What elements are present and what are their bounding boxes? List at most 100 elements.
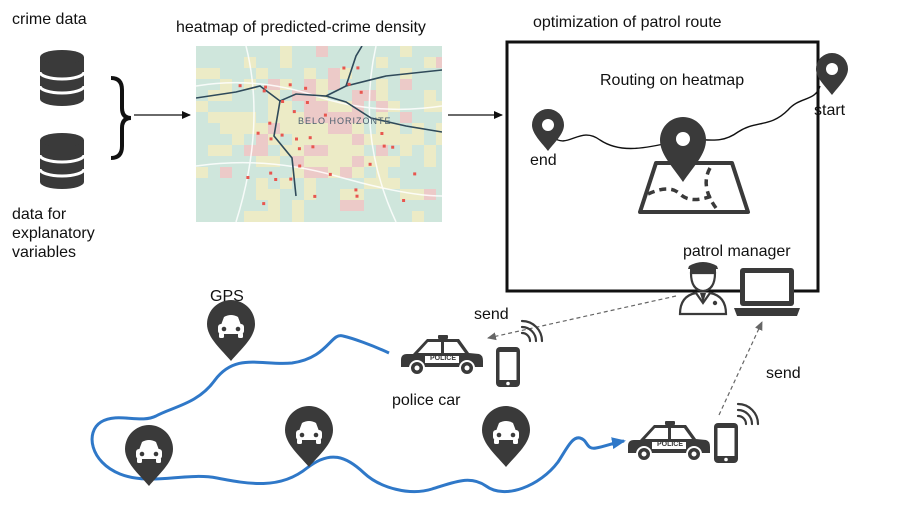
signal-icon-2 — [736, 402, 760, 426]
heat-cell — [268, 189, 280, 200]
crime-dot — [323, 113, 327, 117]
heat-cell — [280, 101, 292, 112]
smartphone-icon-1 — [496, 347, 520, 387]
crime-dot — [264, 85, 268, 89]
heat-cell — [376, 101, 388, 112]
heat-cell — [412, 211, 424, 222]
crime-dot — [262, 89, 266, 93]
heat-cell — [352, 167, 364, 178]
crime-dot — [402, 199, 406, 202]
heat-cell — [268, 123, 280, 134]
crime-dot — [292, 110, 296, 114]
heat-cell — [220, 145, 232, 156]
crime-dot — [304, 86, 308, 90]
heat-cell — [352, 112, 364, 123]
heat-cell — [208, 112, 220, 123]
crime-dot — [281, 100, 285, 103]
heat-cell — [304, 79, 316, 90]
heatmap-image: BELO HORIZONTE — [196, 46, 442, 222]
heat-cell — [376, 123, 388, 134]
heat-cell — [388, 123, 400, 134]
heat-cell — [340, 123, 352, 134]
heat-cell — [376, 112, 388, 123]
crime-dot — [269, 137, 273, 141]
heat-cell — [232, 134, 244, 145]
heat-cell — [352, 134, 364, 145]
heat-cell — [304, 123, 316, 134]
heat-cell — [340, 167, 352, 178]
heat-cell — [292, 123, 304, 134]
crime-dot — [347, 82, 351, 86]
heat-cell — [220, 90, 232, 101]
heat-cell — [328, 156, 340, 167]
heat-cell — [304, 156, 316, 167]
heat-cell — [292, 167, 304, 178]
crime-dot — [355, 194, 359, 198]
end-label: end — [530, 152, 557, 169]
heat-cell — [400, 112, 412, 123]
database-icon-crime — [38, 48, 86, 108]
heat-cell — [316, 145, 328, 156]
heat-cell — [376, 79, 388, 90]
heat-cell — [256, 68, 268, 79]
optimization-title: optimization of patrol route — [533, 14, 722, 31]
heat-cell — [268, 156, 280, 167]
heat-cell — [244, 123, 256, 134]
heat-cell — [280, 46, 292, 57]
heat-cell — [340, 145, 352, 156]
heat-cell — [400, 145, 412, 156]
send-arrow-to-laptop — [718, 321, 763, 416]
heat-cell — [340, 101, 352, 112]
heat-cell — [220, 167, 232, 178]
crime-dot — [391, 145, 395, 149]
heat-cell — [268, 211, 280, 222]
crime-dot — [262, 202, 266, 206]
heat-cell — [304, 101, 316, 112]
heat-cell — [220, 79, 232, 90]
heat-cell — [304, 189, 316, 200]
car-pin-icon-4 — [482, 406, 530, 467]
crime-dot — [256, 131, 260, 135]
heat-cell — [340, 68, 352, 79]
heat-cell — [208, 68, 220, 79]
heat-cell — [256, 123, 268, 134]
heat-cell — [304, 112, 316, 123]
heat-cell — [328, 79, 340, 90]
crime-dot — [354, 188, 358, 192]
heat-cell — [280, 178, 292, 189]
heat-cell — [424, 101, 436, 112]
heat-cell — [280, 112, 292, 123]
crime-dot — [342, 66, 346, 70]
heat-cell — [436, 123, 442, 134]
police-officer-icon — [678, 262, 728, 316]
heat-cell — [292, 200, 304, 211]
heat-cell — [220, 123, 232, 134]
database-icon-explanatory — [38, 131, 86, 191]
send-arrow-to-car — [487, 295, 677, 341]
heat-cell — [340, 134, 352, 145]
heat-cell — [400, 134, 412, 145]
heat-cell — [292, 90, 304, 101]
crime-dot — [298, 164, 302, 168]
heat-cell — [268, 101, 280, 112]
heat-cell — [424, 156, 436, 167]
brace-icon — [110, 76, 132, 160]
gps-label: GPS — [210, 288, 244, 305]
crime-dot — [288, 83, 292, 87]
heat-cell — [244, 145, 256, 156]
heat-cell — [388, 156, 400, 167]
heat-cell — [244, 112, 256, 123]
heat-cell — [436, 134, 442, 145]
heat-cell — [304, 145, 316, 156]
crime-dot — [356, 66, 360, 70]
heat-cell — [232, 112, 244, 123]
gps-trajectory — [90, 334, 626, 494]
send-label-right: send — [766, 365, 801, 382]
crime-dot — [297, 147, 301, 151]
heat-cell — [268, 112, 280, 123]
heat-cell — [280, 123, 292, 134]
heat-cell — [328, 101, 340, 112]
police-car-label: police car — [392, 392, 461, 409]
crime-dot — [359, 90, 363, 94]
heat-cell — [352, 189, 364, 200]
